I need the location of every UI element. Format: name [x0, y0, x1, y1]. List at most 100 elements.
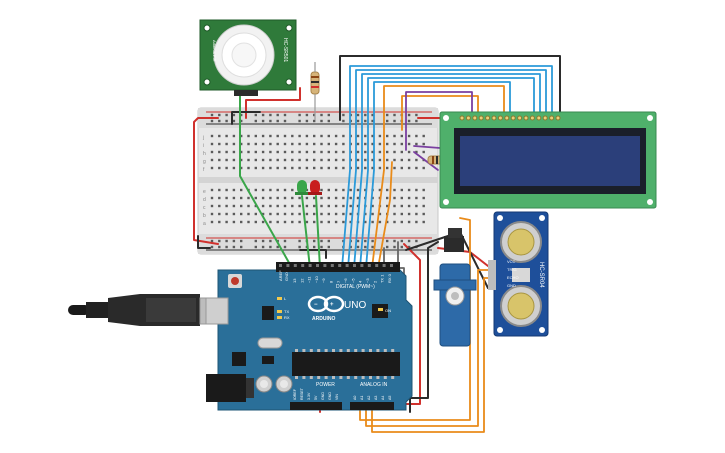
- rail-hole: [261, 113, 265, 117]
- rail-hole: [218, 239, 221, 243]
- breadboard-hole: [232, 188, 236, 192]
- rail-hole: [407, 245, 411, 249]
- chip-leg: [295, 376, 298, 379]
- wire-orange: [371, 85, 505, 269]
- digital-pin-label: ~9: [321, 278, 326, 283]
- breadboard-hole: [254, 188, 257, 192]
- breadboard-hole: [210, 212, 214, 216]
- breadboard-hole: [334, 204, 338, 208]
- rail-hole: [225, 245, 228, 249]
- lcd-pin: [472, 115, 478, 121]
- breadboard-hole: [240, 196, 243, 200]
- breadboard-hole: [327, 212, 330, 216]
- breadboard-hole: [313, 166, 316, 170]
- breadboard-hole: [269, 204, 272, 208]
- analog-pin-label: A1: [360, 396, 364, 400]
- breadboard-hole: [218, 220, 221, 224]
- rail-hole: [210, 239, 214, 243]
- breadboard-hole: [313, 204, 316, 208]
- header-hole: [382, 264, 386, 267]
- digital-pin-label: 8: [329, 280, 334, 283]
- breadboard-hole: [334, 142, 338, 146]
- row-letter: b: [203, 213, 206, 219]
- power-pin-label: 5V: [314, 395, 318, 400]
- led-green: [295, 180, 309, 195]
- breadboard-hole: [218, 150, 221, 154]
- chip-leg: [369, 376, 372, 379]
- arduino-logo: − +: [307, 295, 345, 313]
- row-letter: i: [203, 143, 204, 149]
- breadboard-hole: [254, 196, 257, 200]
- breadboard-hole: [305, 150, 309, 154]
- breadboard-hole: [320, 158, 323, 162]
- lcd-pin: [459, 115, 465, 121]
- ultrasonic-model-label: HC-SR04: [538, 262, 544, 288]
- breadboard-hole: [400, 166, 403, 170]
- pir-face-text: Adafruit PIR: [212, 40, 217, 62]
- wire-green: [239, 91, 293, 269]
- breadboard-hole: [247, 166, 250, 170]
- breadboard-hole: [378, 188, 382, 192]
- breadboard-hole: [320, 196, 323, 200]
- rail-hole: [298, 239, 301, 243]
- breadboard-hole: [298, 196, 301, 200]
- breadboard-hole: [407, 188, 411, 192]
- rail-hole: [356, 113, 360, 117]
- breadboard-hole: [327, 196, 330, 200]
- rail-hole: [254, 119, 257, 123]
- digital-pin-label: ~11: [307, 276, 312, 283]
- header-hole: [279, 264, 282, 267]
- wire-orange: [371, 277, 491, 433]
- breadboard-hole: [371, 212, 374, 216]
- breadboard-hole: [232, 220, 236, 224]
- breadboard-hole: [232, 212, 236, 216]
- rail-hole: [261, 239, 265, 243]
- rail-hole: [269, 245, 272, 249]
- breadboard-hole: [210, 166, 214, 170]
- wire-purple: [413, 151, 439, 171]
- wire-orange: [377, 161, 393, 269]
- header-hole: [338, 264, 342, 267]
- breadboard-hole: [400, 220, 403, 224]
- breadboard-hole: [334, 196, 338, 200]
- breadboard-hole: [422, 134, 425, 138]
- breadboard-hole: [342, 150, 345, 154]
- breadboard-hole: [393, 188, 396, 192]
- breadboard-hole: [327, 166, 330, 170]
- digital-pin-label: 13: [292, 278, 297, 283]
- rail-hole: [240, 119, 243, 123]
- breadboard-hole: [334, 134, 338, 138]
- chip-leg: [309, 349, 313, 352]
- chip-leg: [324, 349, 328, 352]
- lcd-pin: [529, 115, 535, 121]
- breadboard-hole: [386, 150, 389, 154]
- chip-leg: [302, 349, 306, 352]
- rail-hole: [269, 113, 272, 117]
- row-letter: j: [202, 135, 204, 141]
- rail-hole: [232, 119, 236, 123]
- breadboard-hole: [232, 166, 236, 170]
- chip-leg: [383, 349, 387, 352]
- breadboard-hole: [261, 142, 265, 146]
- header-hole: [293, 264, 297, 267]
- breadboard-hole: [313, 158, 316, 162]
- breadboard-hole: [393, 150, 396, 154]
- rail-hole: [407, 113, 411, 117]
- digital-pin-label: RX 0: [387, 273, 392, 283]
- uno-label: UNO: [344, 300, 366, 311]
- breadboard-hole: [313, 150, 316, 154]
- breadboard-hole: [334, 212, 338, 216]
- chip-leg: [354, 376, 358, 379]
- breadboard-hole: [378, 212, 382, 216]
- analog-pin-label: A5: [388, 396, 392, 400]
- breadboard-hole: [291, 166, 294, 170]
- breadboard-hole: [356, 134, 360, 138]
- breadboard-hole: [298, 142, 301, 146]
- lcd-pin: [497, 115, 503, 121]
- rail-hole: [386, 239, 389, 243]
- breadboard-hole: [261, 158, 265, 162]
- servo-motor: [433, 228, 477, 347]
- breadboard-hole: [247, 134, 250, 138]
